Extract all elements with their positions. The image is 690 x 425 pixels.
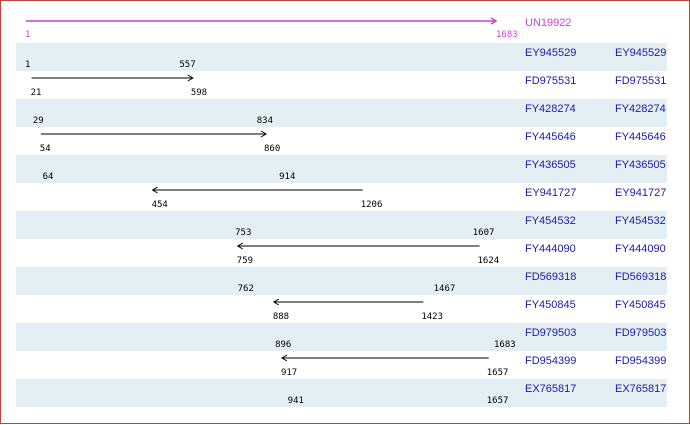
secondary-link-fd569318[interactable]: FD569318 — [615, 271, 667, 283]
alignment-link-secondary: FY428274 — [615, 103, 666, 115]
accession-link-ex765817[interactable]: EX765817 — [525, 383, 577, 395]
row-band — [16, 43, 667, 71]
alignment-end-label: 598 — [190, 88, 208, 98]
alignment-start-label: 888 — [272, 312, 290, 322]
alignment-link-secondary: FD569318 — [615, 271, 666, 283]
accession-link-fd954399[interactable]: FD954399 — [525, 355, 577, 367]
alignment-end-label: 1657 — [486, 396, 509, 406]
alignment-start-label: 941 — [287, 396, 304, 406]
alignment-link-secondary: EY945529 — [615, 47, 666, 59]
alignment-end-label: 1423 — [421, 312, 444, 322]
alignment-link-secondary: FY444090 — [615, 243, 666, 255]
row-band — [16, 323, 667, 351]
alignment-start-label: 917 — [280, 368, 298, 378]
alignment-link: FY445646 — [525, 131, 576, 143]
accession-link-fy428274[interactable]: FY428274 — [525, 103, 576, 115]
alignment-start-label: 753 — [235, 228, 252, 238]
alignment-start-label: 1 — [25, 60, 31, 70]
alignment-link-secondary: FD975531 — [615, 75, 666, 87]
secondary-link-fy428274[interactable]: FY428274 — [615, 103, 666, 115]
alignment-arrow-ey941727 — [151, 186, 363, 194]
alignment-end-label: 1683 — [494, 340, 516, 350]
alignment-link-secondary: EY941727 — [615, 187, 666, 199]
row-band — [16, 211, 667, 239]
alignment-link-secondary: EX765817 — [615, 383, 666, 395]
accession-link-fy445646[interactable]: FY445646 — [525, 131, 576, 143]
accession-link-fd979503[interactable]: FD979503 — [525, 327, 577, 339]
alignment-link: FY450845 — [525, 299, 576, 311]
reference-arrow — [26, 17, 498, 25]
secondary-link-fd954399[interactable]: FD954399 — [615, 355, 667, 367]
row-band — [16, 267, 667, 295]
secondary-link-fy445646[interactable]: FY445646 — [615, 131, 666, 143]
alignment-arrow-fy444090 — [236, 242, 480, 250]
alignment-link: EY941727 — [525, 187, 576, 199]
alignment-end-label: 914 — [279, 172, 296, 182]
alignment-end-label: 1657 — [486, 368, 509, 378]
alignment-arrow-fd975531 — [31, 74, 194, 82]
alignment-end-label: 1467 — [433, 284, 456, 294]
alignment-end-label: 1607 — [472, 228, 495, 238]
secondary-link-ex765817[interactable]: EX765817 — [615, 383, 667, 395]
alignment-arrow-fd954399 — [280, 354, 489, 362]
accession-link-fd975531[interactable]: FD975531 — [525, 75, 577, 87]
alignment-link: FD975531 — [525, 75, 576, 87]
alignment-link-secondary: FD954399 — [615, 355, 666, 367]
alignment-arrow-fy445646 — [40, 130, 268, 138]
alignment-start-label: 29 — [32, 116, 44, 126]
reference-start-label: 1 — [25, 30, 31, 40]
alignment-link: FD569318 — [525, 271, 576, 283]
alignment-link-secondary: FY436505 — [615, 159, 666, 171]
alignment-link-secondary: FD979503 — [615, 327, 666, 339]
secondary-link-ey945529[interactable]: EY945529 — [615, 47, 667, 59]
alignment-link-secondary: FY454532 — [615, 215, 666, 227]
secondary-link-fy444090[interactable]: FY444090 — [615, 243, 666, 255]
alignment-link: FD954399 — [525, 355, 576, 367]
row-band — [16, 99, 667, 127]
alignment-start-label: 454 — [151, 200, 168, 210]
alignment-arrow-fy450845 — [272, 298, 424, 306]
alignment-start-label: 54 — [39, 144, 51, 154]
accession-link-fy436505[interactable]: FY436505 — [525, 159, 576, 171]
secondary-link-fd975531[interactable]: FD975531 — [615, 75, 667, 87]
alignment-link-secondary: FY445646 — [615, 131, 666, 143]
row-band — [16, 155, 667, 183]
accession-link-ey945529[interactable]: EY945529 — [525, 47, 577, 59]
alignment-start-label: 21 — [30, 88, 42, 98]
alignment-link-secondary: FY450845 — [615, 299, 666, 311]
accession-link-fy454532[interactable]: FY454532 — [525, 215, 576, 227]
alignment-end-label: 1206 — [360, 200, 383, 210]
alignment-link: FY454532 — [525, 215, 576, 227]
accession-link-fd569318[interactable]: FD569318 — [525, 271, 577, 283]
alignment-link: EY945529 — [525, 47, 576, 59]
secondary-link-fd979503[interactable]: FD979503 — [615, 327, 667, 339]
alignment-end-label: 834 — [256, 116, 274, 126]
alignment-link: FD979503 — [525, 327, 576, 339]
alignment-start-label: 896 — [275, 340, 292, 350]
accession-link-ey941727[interactable]: EY941727 — [525, 187, 577, 199]
reference-end-label: 1683 — [496, 30, 518, 40]
alignment-link: EX765817 — [525, 383, 576, 395]
alignment-link: FY428274 — [525, 103, 576, 115]
alignment-start-label: 762 — [237, 284, 254, 294]
reference-name: UN19922 — [525, 17, 572, 29]
alignment-start-label: 759 — [236, 256, 254, 266]
alignment-end-label: 557 — [179, 60, 196, 70]
alignment-start-label: 64 — [42, 172, 54, 182]
secondary-link-ey941727[interactable]: EY941727 — [615, 187, 667, 199]
secondary-link-fy436505[interactable]: FY436505 — [615, 159, 666, 171]
alignment-link: FY444090 — [525, 243, 576, 255]
alignment-end-label: 1624 — [477, 256, 500, 266]
alignment-end-label: 860 — [264, 144, 281, 154]
accession-link-fy444090[interactable]: FY444090 — [525, 243, 576, 255]
secondary-link-fy454532[interactable]: FY454532 — [615, 215, 666, 227]
accession-link-fy450845[interactable]: FY450845 — [525, 299, 576, 311]
row-band — [16, 379, 667, 407]
secondary-link-fy450845[interactable]: FY450845 — [615, 299, 666, 311]
alignment-link: FY436505 — [525, 159, 576, 171]
